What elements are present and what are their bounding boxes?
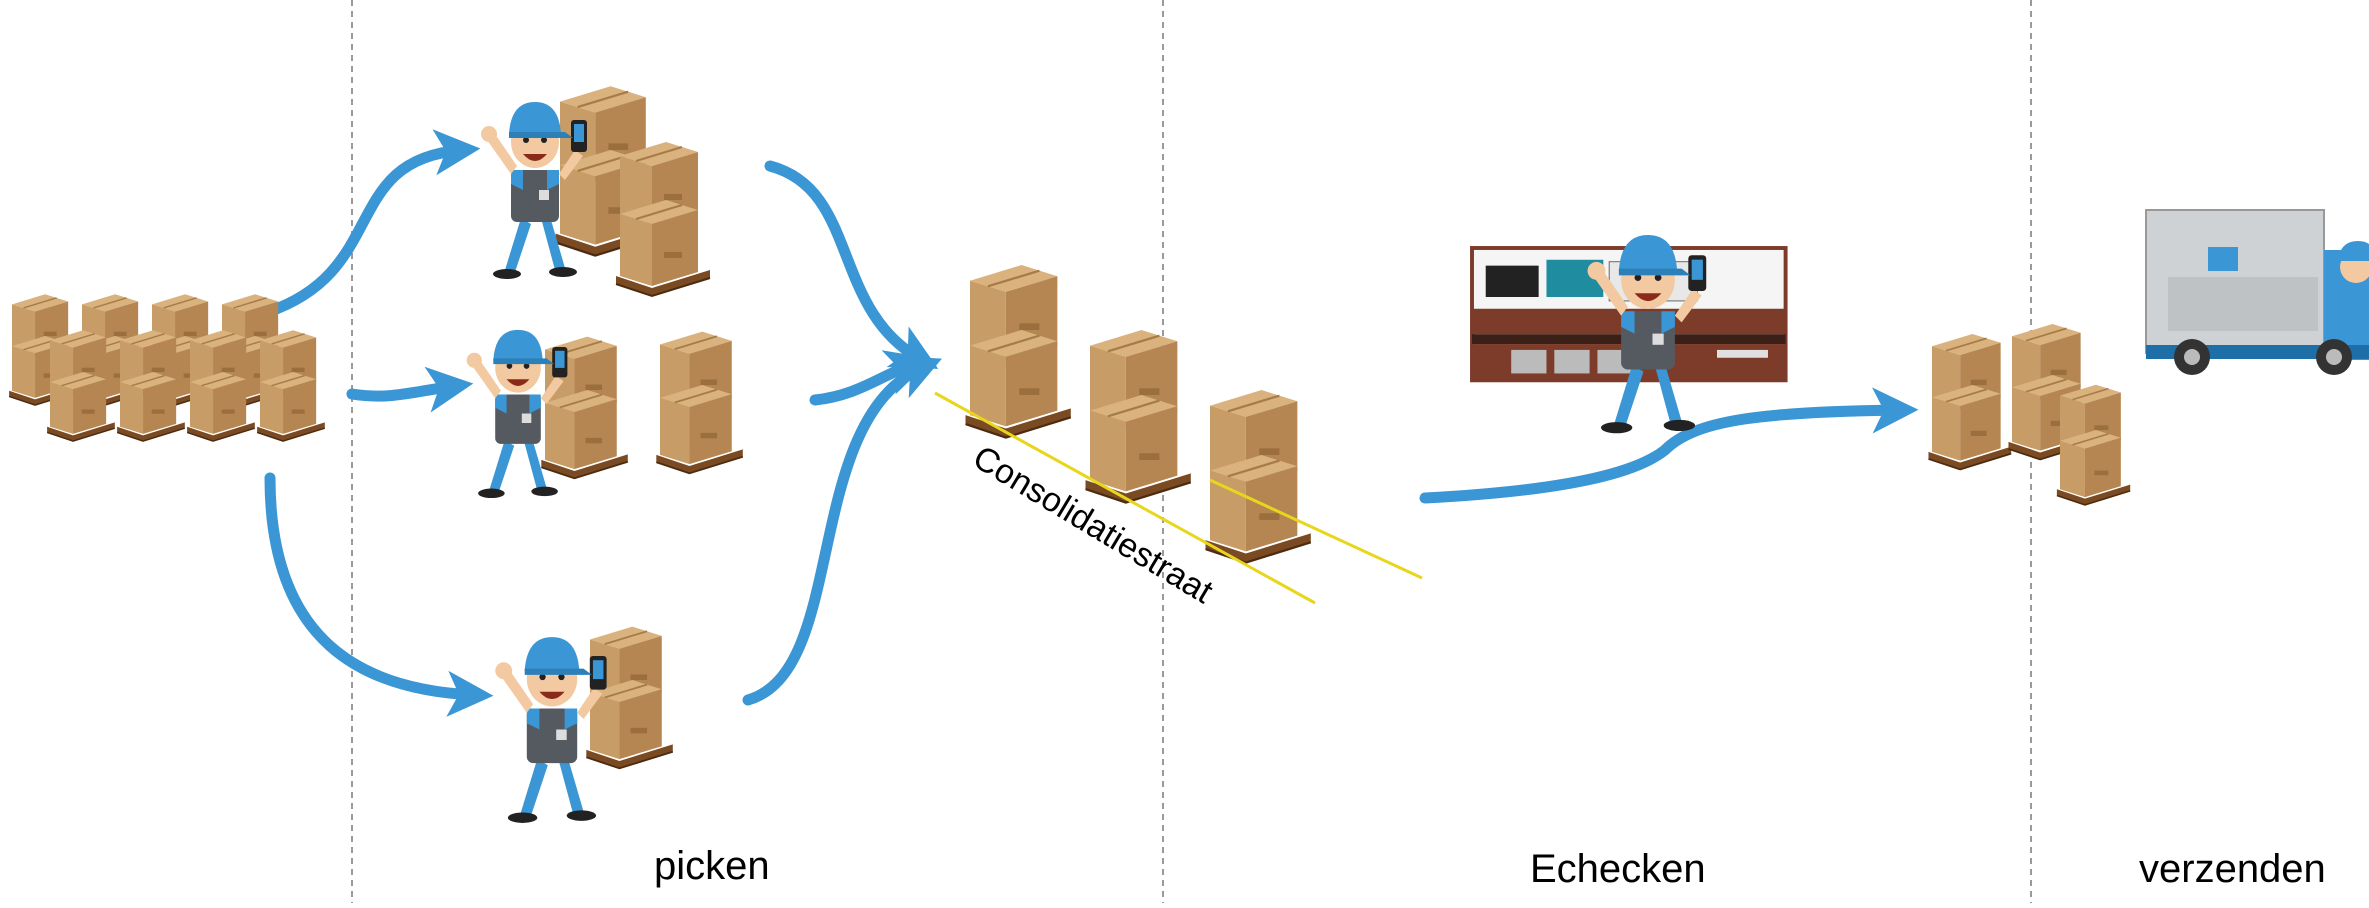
pallet-boxes-icon-ship-1 [1928,334,2011,470]
pallet-boxes-icon-consol-2 [1086,330,1191,502]
truck-hub-front [2326,349,2342,365]
pallet-boxes-icon-ship-3 [2057,385,2130,505]
truck-cargo-panel [2168,277,2318,331]
lane-line-back [1209,478,1423,580]
pallet-boxes-icon-source-5 [47,330,115,441]
truck-hub-rear [2184,349,2200,365]
pallet-boxes-icon-consol-1 [966,265,1071,437]
stage-label-checking: Echecken [1530,847,1706,891]
flow-arrow-icon-3 [264,472,494,717]
delivery-truck-icon [2145,209,2369,375]
flow-arrow-icon-2 [346,366,474,413]
pallet-boxes-icon-source-8 [257,330,325,441]
pallet-boxes-icon-source-6 [117,330,185,441]
pallet-boxes-icon-source-7 [187,330,255,441]
consolidation-lane [934,391,1423,605]
flow-arrow-icon-7 [1419,387,1919,504]
truck-logo [2208,247,2238,271]
stage-label-picking: picken [654,844,770,888]
flow-arrow-icon-1 [262,129,481,318]
pallet-boxes-icon-consol-3 [1206,390,1311,562]
flow-arrow-icon-6 [742,355,942,706]
pallet-boxes-icon-picker2-b [656,332,742,474]
lane-line-front [934,391,1316,605]
flow-arrows [262,129,1919,717]
warehouse-worker-icon-picker3 [495,637,607,823]
illustrations [9,86,2369,823]
pallet-boxes-icon-picker1-b [616,142,710,296]
stage-label-shipping: verzenden [2139,847,2326,891]
flow-arrow-icon-4 [764,160,939,369]
truck-driver-cap [2338,241,2369,261]
